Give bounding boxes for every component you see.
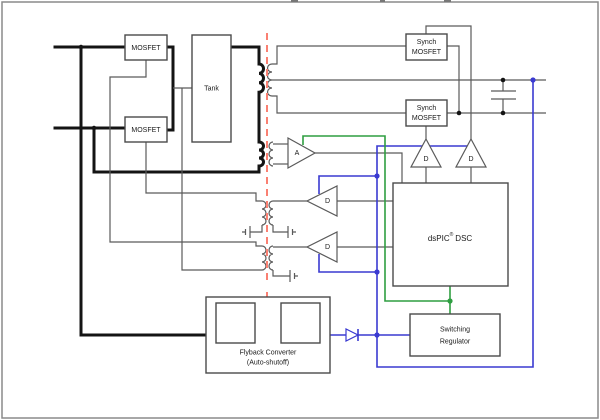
driver1-up-triangle bbox=[409, 137, 443, 168]
driver-label: D bbox=[468, 156, 473, 163]
tank-block bbox=[191, 34, 232, 143]
switching-regulator-label-1: Switching bbox=[440, 327, 470, 334]
gate-tx1-right-coil bbox=[268, 200, 274, 226]
gate-tx2-left-coil bbox=[261, 245, 267, 271]
driver2-up-triangle bbox=[454, 137, 488, 168]
junction-dot bbox=[374, 269, 380, 275]
driver-label: D bbox=[325, 198, 330, 205]
driver2-left-triangle bbox=[305, 231, 338, 263]
switching-regulator-label-2: Regulator bbox=[440, 339, 471, 346]
main-tx-secondary-coil bbox=[266, 63, 273, 97]
flyback-inner-right-block bbox=[280, 302, 321, 344]
transformer-primary-loop bbox=[229, 45, 265, 174]
switch-node-sense-wire bbox=[181, 88, 262, 271]
junction-dot bbox=[500, 110, 506, 116]
switching-regulator-block bbox=[409, 313, 501, 357]
left-power-rail bbox=[79, 45, 208, 337]
junction-dot bbox=[530, 77, 536, 83]
synch-mosfet-bottom-block bbox=[405, 99, 448, 127]
junction-dot bbox=[374, 332, 380, 338]
sense-amp-output bbox=[315, 152, 403, 183]
blocks: MOSFET MOSFET Tank Synch MOSFET Synch MO… bbox=[124, 33, 509, 374]
primary-return-rail bbox=[92, 126, 261, 174]
amplifiers bbox=[287, 136, 488, 263]
secondary-bottom-rail bbox=[272, 95, 406, 114]
secondary-top-rail bbox=[272, 45, 406, 65]
synch-mosfet-top-label-2: MOSFET bbox=[412, 49, 442, 56]
junction-dot bbox=[456, 110, 462, 116]
blue-wires bbox=[318, 80, 534, 368]
flyback-inner-left-block bbox=[215, 302, 256, 344]
junction-dot bbox=[374, 173, 380, 179]
dspic-block bbox=[392, 182, 509, 287]
gate-wire-top-mosfet bbox=[109, 60, 262, 247]
amplifier-labels: A D D D D bbox=[295, 150, 474, 251]
blue-junction-dots bbox=[374, 77, 536, 338]
junction-dot bbox=[78, 44, 84, 50]
junction-dot bbox=[447, 298, 453, 304]
junction-dot bbox=[500, 77, 506, 83]
signal-wires bbox=[109, 25, 546, 337]
gate-tx1-left-coil bbox=[261, 200, 267, 226]
gate-tx2-right-cap-stub bbox=[272, 270, 298, 282]
tank-label: Tank bbox=[204, 86, 219, 93]
gate-tx1-left-cap-stub bbox=[242, 225, 263, 238]
mosfet-top-block bbox=[124, 34, 168, 61]
cropped-title-fragments bbox=[291, 0, 451, 2]
synch-mosfet-top-label-1: Synch bbox=[417, 39, 437, 46]
junction-dot bbox=[91, 125, 97, 131]
sense-tx-secondary-coil bbox=[268, 141, 274, 167]
synch-mosfet-bottom-label-2: MOSFET bbox=[412, 115, 442, 122]
output-cap-plates bbox=[491, 80, 516, 113]
driver1-left-triangle bbox=[305, 185, 338, 217]
black-junction-dots bbox=[78, 44, 506, 131]
synch-mosfet-top-block bbox=[405, 33, 448, 61]
synch1-output-drop bbox=[447, 45, 460, 113]
gate-tx2-right-coil bbox=[268, 245, 274, 271]
synch1-top-loop bbox=[425, 25, 472, 139]
blue-feedback-loop bbox=[376, 80, 534, 368]
driver-label: D bbox=[325, 244, 330, 251]
dspic-label: dsPIC®DSC bbox=[428, 231, 473, 243]
synch-mosfet-bottom-label-1: Synch bbox=[417, 105, 437, 112]
mosfet-bottom-label: MOSFET bbox=[131, 127, 161, 134]
flyback-label-2: (Auto-shutoff) bbox=[247, 360, 289, 367]
blue-branch-driver1L bbox=[318, 175, 377, 194]
flyback-label-1: Flyback Converter bbox=[240, 350, 297, 357]
green-junction-dots bbox=[447, 298, 453, 304]
mosfet-output-rail bbox=[165, 45, 175, 132]
diode-symbol bbox=[345, 328, 360, 342]
power-wires bbox=[53, 45, 265, 337]
gate-wire-bottom-mosfet bbox=[145, 142, 262, 202]
mosfet-bottom-block bbox=[124, 116, 168, 143]
mosfet-top-label: MOSFET bbox=[131, 45, 161, 52]
blue-branch-driver2L bbox=[318, 254, 377, 273]
gate-tx1-right-cap-stub bbox=[272, 225, 296, 238]
sense-amp-label: A bbox=[295, 150, 300, 157]
sense-amp-triangle bbox=[287, 136, 317, 170]
green-feedback-path bbox=[302, 135, 450, 302]
driver-label: D bbox=[423, 156, 428, 163]
